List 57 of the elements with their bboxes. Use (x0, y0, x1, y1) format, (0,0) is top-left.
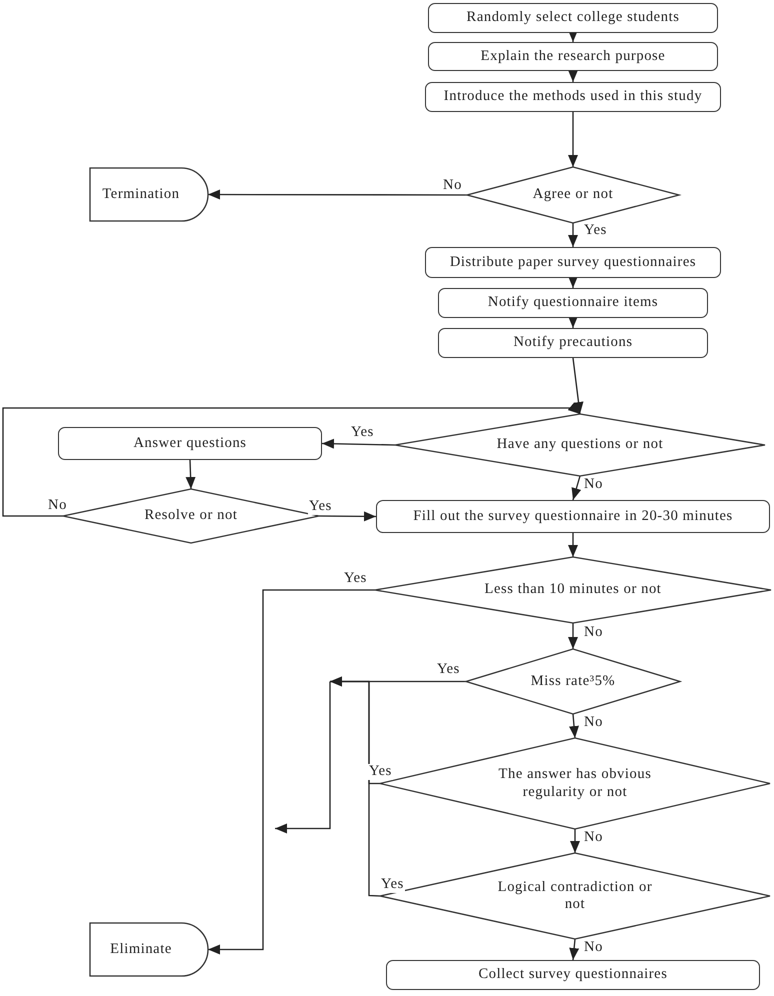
arrow (319, 511, 376, 522)
arrow (568, 623, 578, 649)
node-text: Introduce the methods used in this study (444, 88, 702, 106)
arrow (568, 30, 578, 42)
node-text: Logical contradiction or not (496, 878, 654, 914)
arrow (572, 358, 584, 414)
decision-diamond (380, 853, 770, 939)
process-box (425, 82, 721, 112)
node-text: Notify questionnaire items (488, 294, 658, 312)
node-text: Explain the research purpose (480, 48, 666, 66)
node-text: Miss rate³5% (530, 672, 616, 690)
arrow (2, 402, 580, 517)
arrow (568, 70, 578, 82)
node-text: Have any questions or not (496, 436, 664, 454)
decision-diamond (395, 414, 765, 476)
node-text: Answer questions (133, 434, 247, 452)
arrow (568, 276, 578, 288)
node-text: Less than 10 minutes or not (484, 581, 662, 599)
arrow (568, 316, 578, 328)
node-text: Randomly select college students (466, 9, 680, 27)
arrow (330, 676, 380, 897)
process-box (376, 500, 770, 533)
arrow (568, 112, 578, 167)
arrow (186, 460, 196, 490)
process-box (438, 328, 708, 358)
node-text: Eliminate (110, 940, 172, 958)
terminal-shape (90, 168, 208, 221)
decision-diamond (466, 649, 680, 714)
process-box (425, 247, 721, 278)
process-box (428, 3, 718, 33)
process-box (386, 960, 760, 990)
edge-label: Yes (380, 877, 405, 893)
process-box (58, 427, 322, 460)
process-box (428, 42, 718, 71)
arrow (568, 223, 578, 247)
decision-diamond (467, 167, 679, 223)
arrow (572, 476, 582, 500)
arrow (322, 438, 396, 449)
node-text: Resolve or not (144, 507, 238, 525)
node-text: Fill out the survey questionnaire in 20-30 minutes (413, 508, 733, 526)
decision-diamond (375, 557, 771, 623)
node-text: Collect survey questionnaires (478, 966, 668, 984)
edge-label: Yes (368, 764, 393, 780)
arrow (208, 190, 467, 200)
arrow (569, 938, 580, 960)
node-text: Distribute paper survey questionnaires (450, 254, 696, 272)
node-text: The answer has obvious regularity or not (498, 766, 652, 801)
node-text: Notify precautions (513, 334, 633, 352)
edge-label: Yes (308, 499, 333, 515)
arrow (568, 533, 578, 557)
node-text: Agree or not (532, 186, 614, 204)
process-box (438, 288, 708, 318)
arrow (569, 714, 579, 738)
arrow (208, 589, 375, 954)
node-text: Termination (102, 186, 180, 204)
terminal-shape (90, 923, 208, 976)
arrow (570, 829, 580, 853)
